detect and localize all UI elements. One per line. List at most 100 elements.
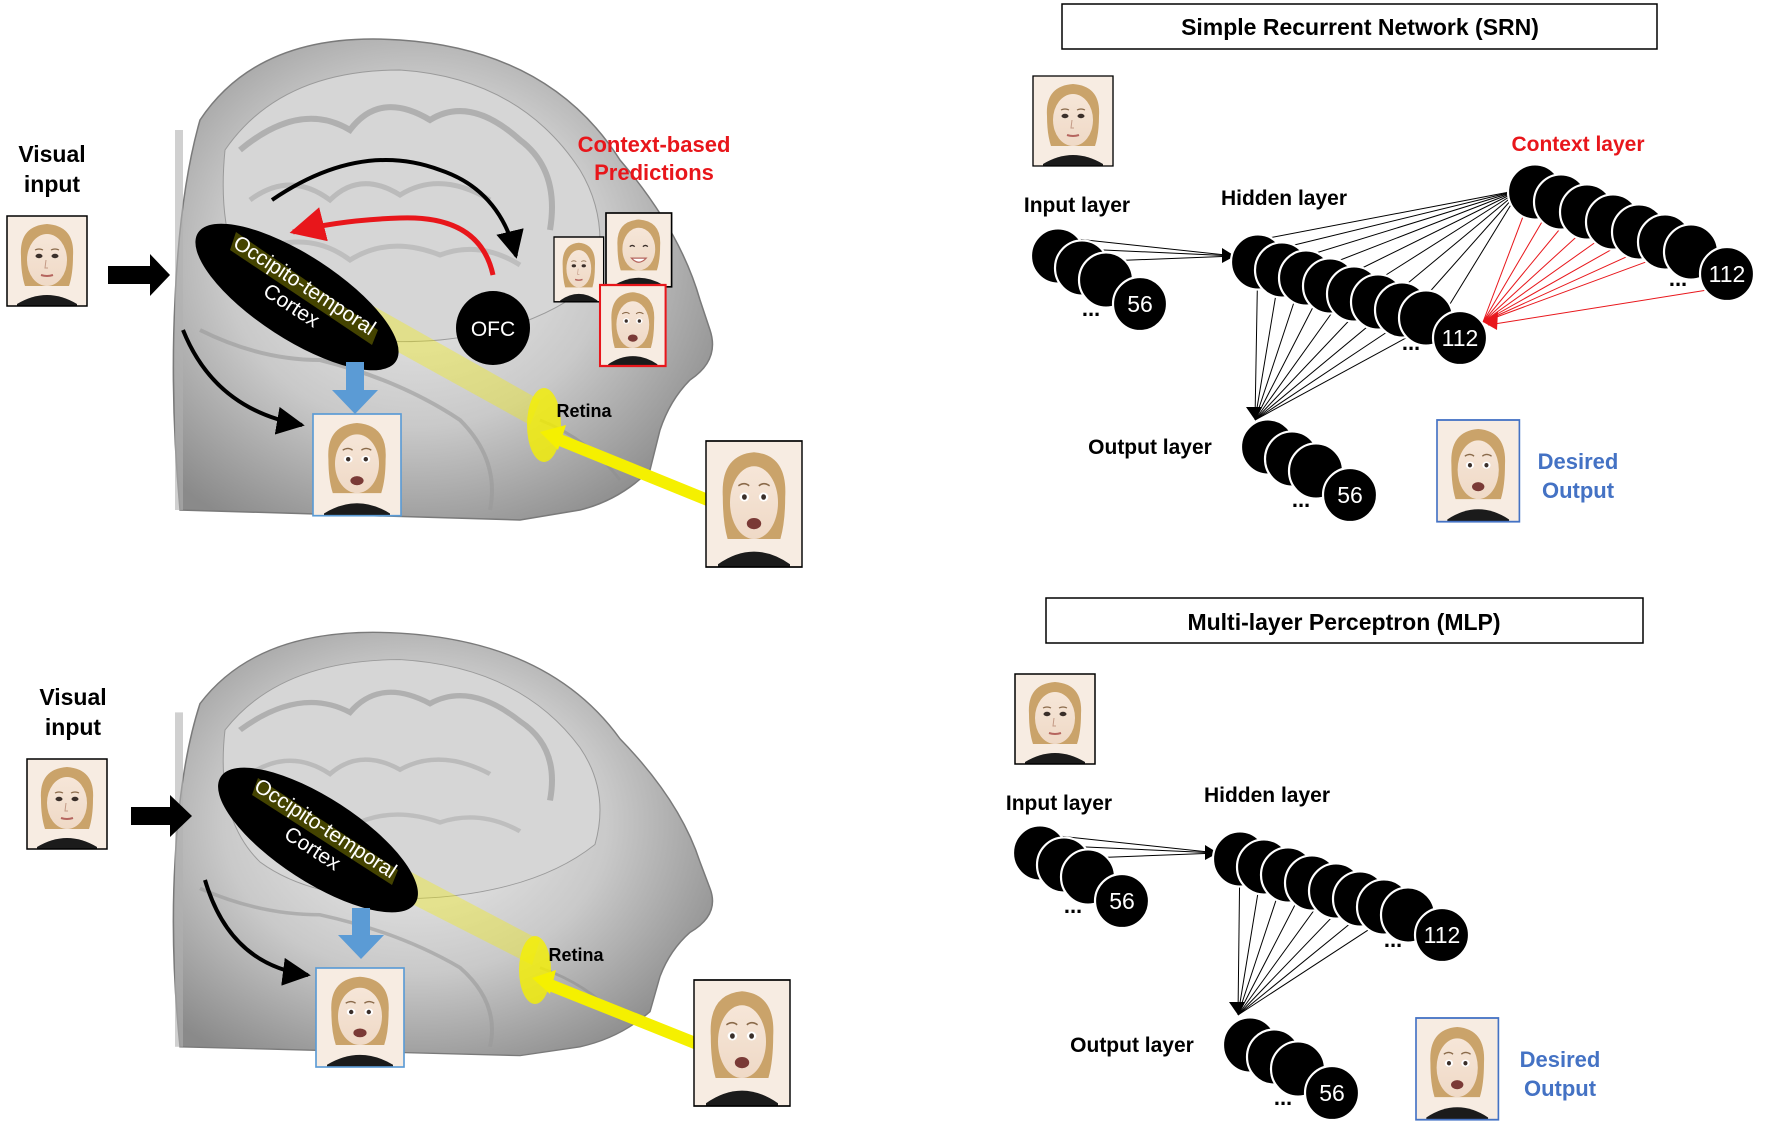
srn-output-layer-count-node — [1321, 466, 1379, 524]
srn-hidden-to-context-line — [1449, 189, 1521, 305]
mlp-input-layer-count: 56 — [1109, 888, 1135, 914]
srn-input-layer-label: Input layer — [1024, 194, 1130, 217]
retina-label-bottom: Retina — [548, 945, 604, 965]
srn-input-layer-ellipsis: ... — [1082, 296, 1100, 321]
percept-face-top — [312, 413, 402, 517]
srn-hidden-layer-ellipsis: ... — [1402, 330, 1420, 355]
lower-arc-top — [181, 329, 305, 435]
bottom-left-brain-panel: Visual input Occipito-temporal Cortex Re… — [26, 632, 791, 1107]
feedback-arc-red — [289, 207, 496, 276]
mlp-output-layer-ellipsis: ... — [1274, 1085, 1292, 1110]
percept-face-bottom — [315, 967, 405, 1068]
srn-context-arrowhead — [1483, 312, 1498, 330]
srn-hidden-to-context-line — [1353, 189, 1521, 273]
mlp-output-layer-label: Output layer — [1070, 1034, 1194, 1057]
mlp-desired-output-face — [1415, 1017, 1500, 1121]
srn-input-layer-count: 56 — [1127, 291, 1153, 317]
light-path-top — [557, 434, 723, 511]
srn-nodes: 56...112...112...56... — [1029, 163, 1756, 524]
srn-context-last-line — [1487, 287, 1721, 326]
srn-hidden-layer: 112... — [1229, 233, 1489, 367]
light-arrowhead-top — [540, 425, 566, 450]
srn-panel: Simple Recurrent Network (SRN) Input lay… — [1024, 3, 1756, 524]
stimulus-face-top — [705, 440, 803, 568]
mlp-output-arrowhead — [1229, 1002, 1245, 1015]
occipito-temporal-cortex-bottom — [218, 767, 418, 913]
srn-hidden-to-context-line — [1425, 189, 1521, 297]
srn-title: Simple Recurrent Network (SRN) — [1181, 14, 1539, 40]
light-arrowhead-bottom — [532, 970, 556, 994]
mlp-hidden-arrowhead — [1205, 845, 1218, 860]
mlp-output-layer-count: 56 — [1319, 1080, 1345, 1106]
srn-hidden-to-context — [1257, 189, 1521, 305]
srn-output-layer: 56... — [1239, 418, 1379, 524]
srn-hidden-to-context-line — [1377, 189, 1521, 281]
srn-input-to-hidden-line — [1105, 255, 1236, 262]
visual-input-label-line1-bottom: Visual — [39, 684, 106, 710]
mlp-hidden-layer-label: Hidden layer — [1204, 784, 1330, 807]
predictions-label-line1: Context-based — [578, 132, 731, 157]
mlp-title: Multi-layer Perceptron (MLP) — [1187, 609, 1500, 635]
mlp-output-layer-count-node — [1303, 1064, 1361, 1122]
mlp-hidden-layer-ellipsis: ... — [1384, 927, 1402, 952]
srn-desired-output-face — [1436, 419, 1521, 523]
mlp-input-face — [1014, 673, 1096, 765]
srn-input-layer-count-node — [1111, 275, 1169, 333]
srn-hidden-to-context-line — [1305, 189, 1521, 257]
retina-top — [527, 388, 561, 462]
srn-context-layer-label: Context layer — [1511, 133, 1644, 156]
occipito-temporal-cortex-top — [195, 223, 399, 371]
retina-beam-top — [340, 290, 540, 425]
mlp-input-layer-count-node — [1093, 872, 1151, 930]
visual-input-label-line2-bottom: input — [45, 714, 102, 740]
stimulus-face-bottom — [693, 979, 791, 1107]
mlp-input-layer: 56... — [1011, 824, 1151, 930]
srn-context-layer-ellipsis: ... — [1669, 266, 1687, 291]
mlp-hidden-layer-count: 112 — [1424, 922, 1461, 948]
visual-input-label-line1: Visual — [18, 141, 85, 167]
yellow-streak-top — [230, 232, 378, 345]
srn-hidden-to-context-line — [1257, 189, 1521, 241]
lower-arc-bottom — [203, 879, 311, 986]
srn-output-layer-count: 56 — [1337, 482, 1363, 508]
mlp-title-box — [1045, 597, 1644, 644]
visual-input-face-top — [6, 215, 88, 307]
yellow-streak-bottom — [252, 778, 398, 885]
srn-desired-output-line2: Output — [1542, 478, 1615, 503]
brain-illustration-bottom — [173, 632, 712, 1055]
mlp-hidden-layer-count-node — [1413, 906, 1471, 964]
retina-bottom — [519, 936, 551, 1004]
srn-input-to-hidden-line — [1081, 248, 1236, 257]
prediction-face-2 — [605, 212, 673, 288]
input-arrow-top — [108, 254, 170, 296]
srn-output-arrowhead — [1246, 407, 1262, 420]
prediction-face-3 — [598, 283, 667, 368]
srn-output-layer-label: Output layer — [1088, 436, 1212, 459]
srn-output-layer-ellipsis: ... — [1292, 487, 1310, 512]
srn-input-layer: 56... — [1029, 227, 1169, 333]
mlp-desired-output-line1: Desired — [1520, 1047, 1601, 1072]
retina-label-top: Retina — [556, 401, 612, 421]
visual-input-label-line2: input — [24, 171, 81, 197]
visual-input-face-bottom — [26, 758, 108, 850]
blue-down-arrow-bottom — [338, 908, 384, 959]
mlp-input-layer-label: Input layer — [1006, 792, 1112, 815]
mlp-nodes: 56...112...56... — [1011, 824, 1471, 1122]
mlp-input-layer-ellipsis: ... — [1064, 893, 1082, 918]
srn-title-box — [1061, 3, 1658, 50]
mlp-input-to-hidden-line — [1087, 852, 1219, 859]
input-arrow-bottom — [131, 795, 192, 837]
srn-hidden-to-context-line — [1401, 189, 1521, 289]
srn-input-face — [1032, 75, 1114, 167]
srn-hidden-layer-count: 112 — [1442, 325, 1479, 351]
srn-hidden-to-context-line — [1329, 189, 1521, 265]
srn-desired-output-line1: Desired — [1538, 449, 1619, 474]
blue-down-arrow-top — [332, 362, 378, 414]
mlp-output-layer: 56... — [1221, 1016, 1361, 1122]
ofc-node — [456, 291, 530, 365]
mlp-panel: Multi-layer Perceptron (MLP) Input layer… — [1006, 597, 1644, 1122]
srn-hidden-arrowhead — [1222, 248, 1235, 263]
light-path-bottom — [547, 979, 703, 1051]
srn-hidden-to-context-line — [1281, 189, 1521, 249]
srn-hidden-layer-count-node — [1431, 309, 1489, 367]
